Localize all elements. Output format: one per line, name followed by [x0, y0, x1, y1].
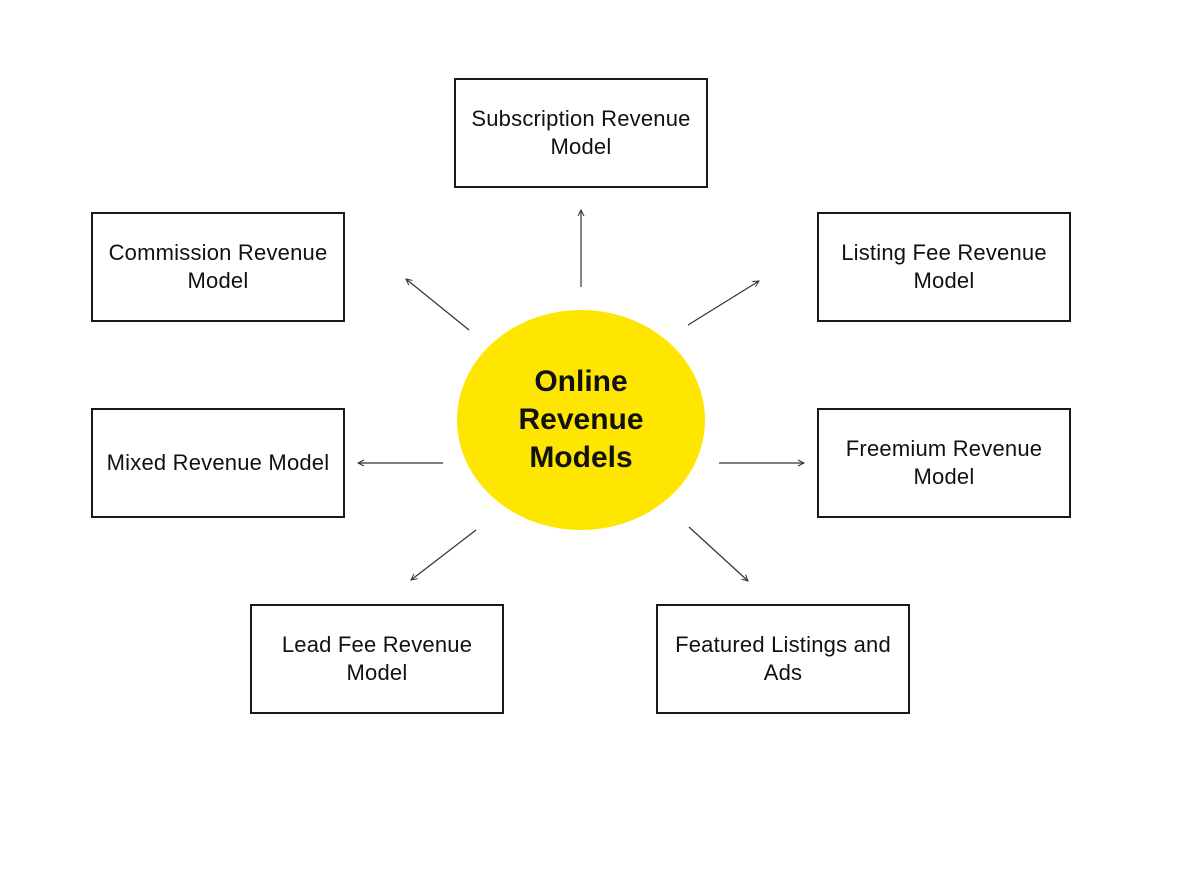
node-lead-fee: Lead Fee Revenue Model	[250, 604, 504, 714]
center-node: Online Revenue Models	[457, 310, 705, 530]
node-subscription: Subscription Revenue Model	[454, 78, 708, 188]
node-commission: Commission Revenue Model	[91, 212, 345, 322]
arrow-to-commission	[406, 279, 470, 331]
node-freemium-label: Freemium Revenue Model	[845, 436, 1043, 489]
node-listing-fee: Listing Fee Revenue Model	[817, 212, 1071, 322]
arrow-to-featured	[688, 526, 748, 581]
node-freemium: Freemium Revenue Model	[817, 408, 1071, 518]
arrow-to-lead-fee	[411, 529, 477, 580]
node-mixed-label: Mixed Revenue Model	[106, 450, 330, 475]
node-mixed: Mixed Revenue Model	[91, 408, 345, 518]
node-featured: Featured Listings and Ads	[656, 604, 910, 714]
node-commission-label: Commission Revenue Model	[108, 240, 328, 293]
arrow-to-listing-fee	[687, 281, 759, 326]
node-featured-label: Featured Listings and Ads	[675, 632, 891, 685]
node-lead-fee-label: Lead Fee Revenue Model	[281, 632, 473, 685]
node-listing-fee-label: Listing Fee Revenue Model	[841, 240, 1047, 293]
center-label: Online Revenue Models	[518, 365, 644, 474]
node-subscription-label: Subscription Revenue Model	[471, 106, 691, 159]
